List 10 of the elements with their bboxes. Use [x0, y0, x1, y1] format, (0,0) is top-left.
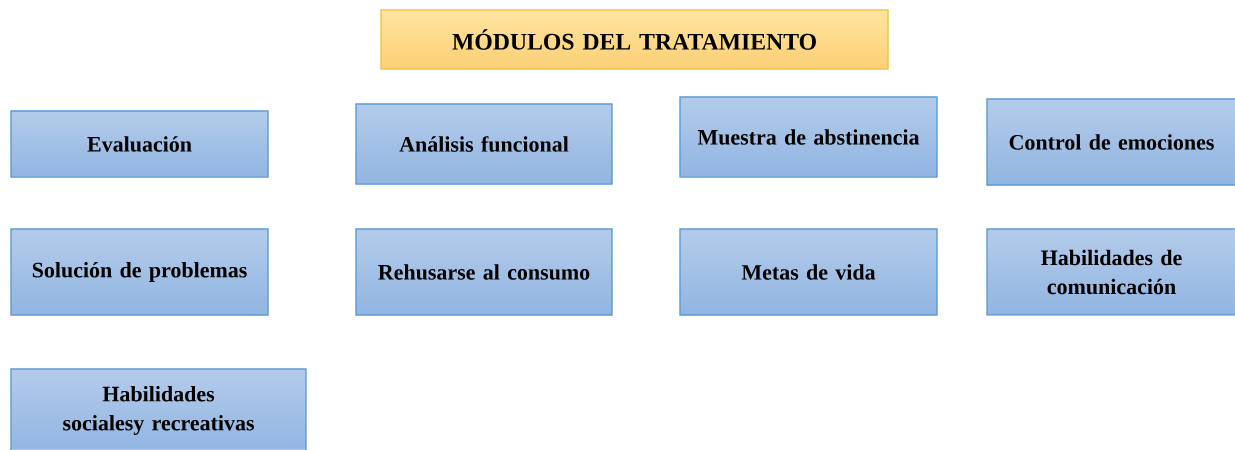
module-box: Análisis funcional — [355, 103, 613, 185]
module-box: Rehusarse al consumo — [355, 228, 613, 316]
title-box: MÓDULOS DEL TRATAMIENTO — [380, 9, 889, 70]
module-box: Evaluación — [10, 110, 269, 178]
module-box: Solución de problemas — [10, 228, 269, 316]
module-box: Habilidades socialesy recreativas — [10, 368, 307, 450]
module-box: Metas de vida — [679, 228, 938, 316]
module-box: Habilidades de comunicación — [986, 228, 1235, 316]
module-box: Control de emociones — [986, 98, 1235, 186]
module-box: Muestra de abstinencia — [679, 96, 938, 178]
